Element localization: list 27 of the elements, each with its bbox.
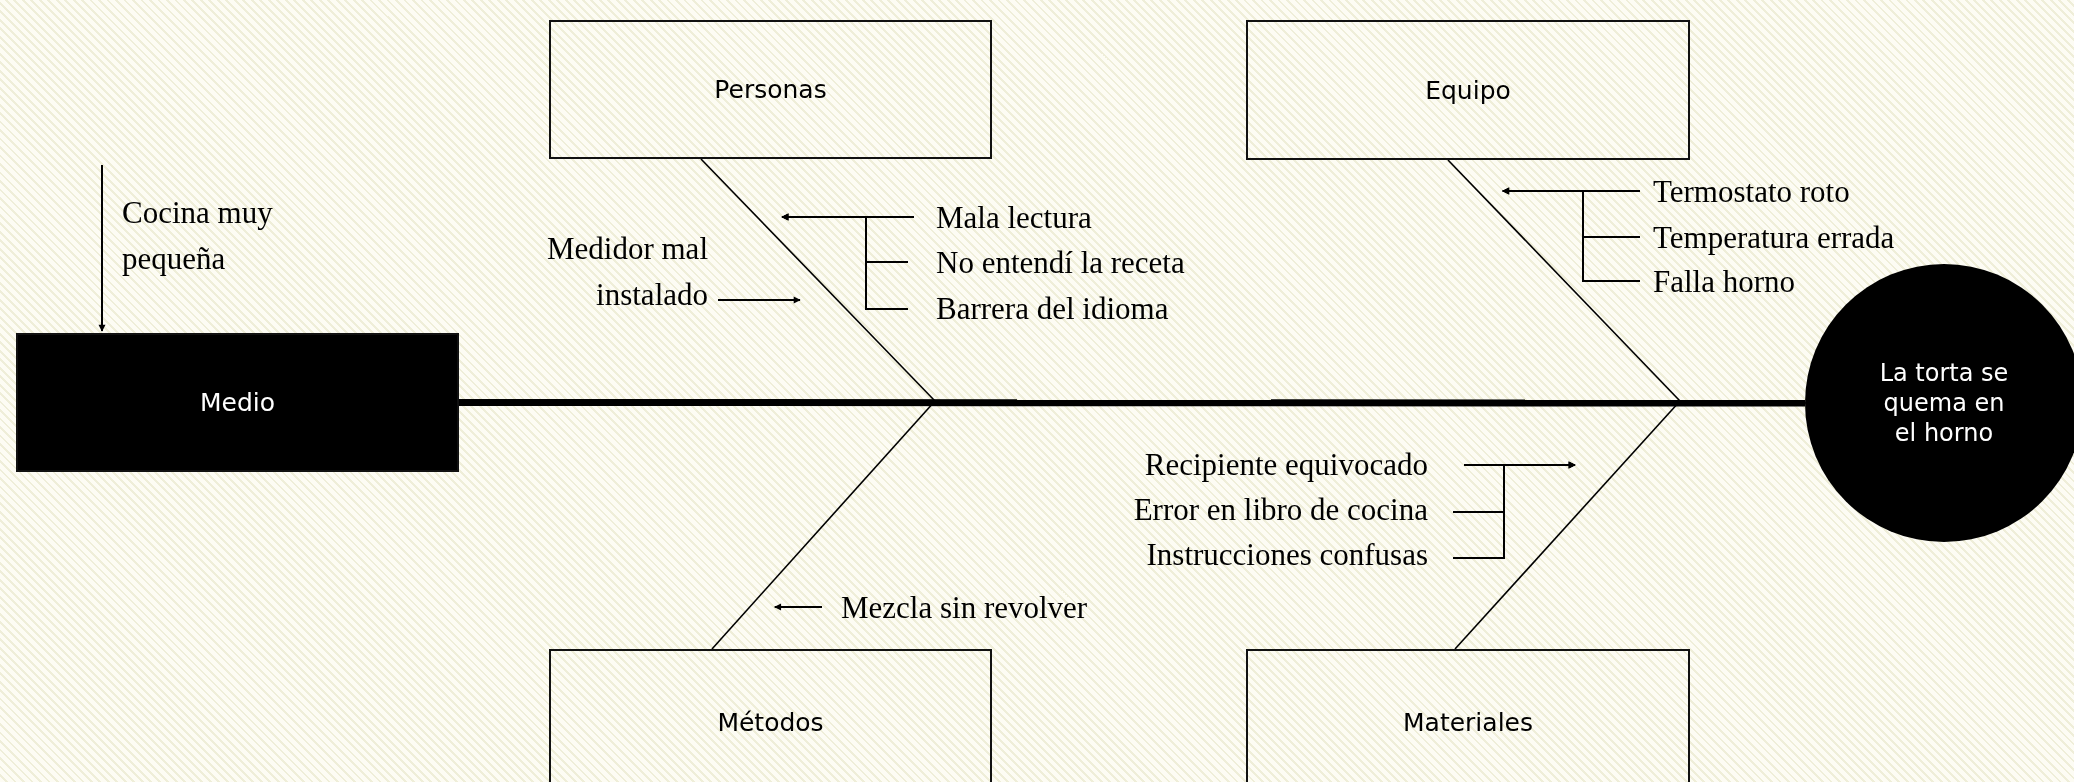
cause-text: Falla horno [1640, 259, 1796, 305]
spine-line [459, 399, 1805, 407]
cause-text: Medidor mal instalado [508, 226, 718, 318]
cause-text: Mala lectura [914, 195, 1092, 241]
cause-text: Instrucciones confusas [1146, 532, 1453, 578]
arrow [98, 164, 106, 332]
cause-text: Mezcla sin revolver [822, 585, 1088, 631]
cause-text: Error en libro de cocina [1133, 487, 1453, 533]
category-box: Métodos [549, 649, 992, 782]
cause-text: No entendí la receta [908, 240, 1185, 286]
category-box: Medio [16, 333, 459, 472]
cause-text: Recipiente equivocado [1144, 442, 1464, 488]
bone-line [700, 158, 936, 402]
arrow [1501, 187, 1641, 282]
arrow [717, 296, 801, 304]
bone-line [1447, 159, 1681, 402]
arrow [1452, 461, 1576, 559]
arrow [781, 213, 909, 310]
category-box: Materiales [1246, 649, 1690, 782]
category-box: Equipo [1246, 20, 1690, 160]
cause-text: Barrera del idioma [908, 286, 1169, 332]
cause-text: Temperatura errada [1640, 215, 1895, 261]
cause-text: Termostato roto [1640, 169, 1850, 215]
cause-text: Cocina muy pequeña [102, 165, 332, 282]
arrow [773, 603, 823, 611]
category-box: Personas [549, 20, 992, 159]
effect-circle: La torta se quema en el horno [1805, 264, 2074, 542]
